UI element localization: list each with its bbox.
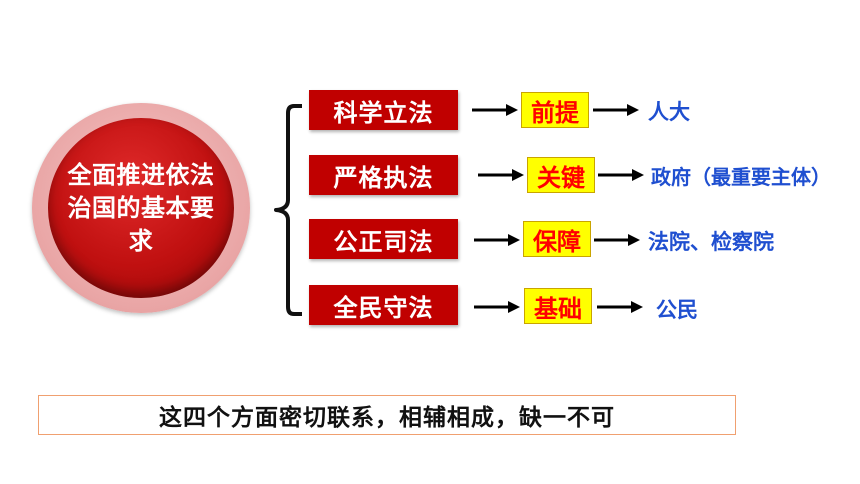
row-3-key-label: 保障 <box>533 227 581 256</box>
row-1-key-label: 前提 <box>531 98 579 127</box>
row-2-key-box: 关键 <box>527 157 595 193</box>
row-1-item-label: 科学立法 <box>333 98 434 127</box>
left-brace <box>274 104 302 316</box>
row-3-item-label: 公正司法 <box>333 227 434 256</box>
row-1-arrow-1 <box>472 104 518 116</box>
row-3-result: 法院、检察院 <box>648 230 774 254</box>
row-3-item-box: 公正司法 <box>309 219 458 259</box>
row-2-arrow-1 <box>478 169 524 181</box>
row-2-result: 政府（最重要主体） <box>651 165 831 189</box>
summary-text: 这四个方面密切联系，相辅相成，缺一不可 <box>159 405 615 431</box>
center-circle: 全面推进依法治国的基本要求 <box>48 118 234 298</box>
row-1-arrow-2 <box>593 104 639 116</box>
summary-box: 这四个方面密切联系，相辅相成，缺一不可 <box>38 395 736 435</box>
row-2-arrow-2 <box>598 169 644 181</box>
row-3-arrow-2 <box>594 234 640 246</box>
row-4-key-label: 基础 <box>534 294 582 323</box>
row-2-item-box: 严格执法 <box>309 155 458 195</box>
center-circle-text: 全面推进依法治国的基本要求 <box>67 160 215 255</box>
row-1-item-box: 科学立法 <box>309 90 458 130</box>
row-4-result: 公民 <box>656 298 698 322</box>
row-3-arrow-1 <box>474 234 520 246</box>
row-2-key-label: 关键 <box>537 163 585 192</box>
row-3-key-box: 保障 <box>523 221 591 257</box>
row-4-item-box: 全民守法 <box>309 285 458 325</box>
row-4-arrow-2 <box>597 301 643 313</box>
row-4-item-label: 全民守法 <box>333 293 434 322</box>
row-1-result: 人大 <box>648 100 690 124</box>
row-1-key-box: 前提 <box>521 92 589 128</box>
row-4-arrow-1 <box>474 301 520 313</box>
row-4-key-box: 基础 <box>524 288 592 324</box>
row-2-item-label: 严格执法 <box>333 163 434 192</box>
